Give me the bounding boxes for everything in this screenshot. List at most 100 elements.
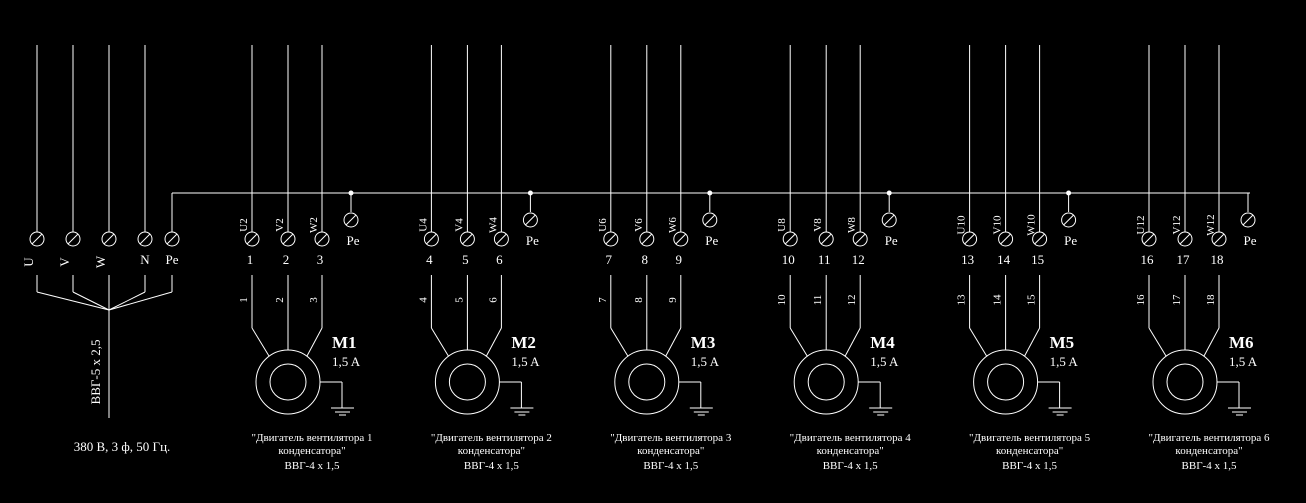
terminal-circle (423, 231, 439, 247)
supply-terminal-icon (65, 231, 81, 247)
lead-number: 8 (633, 297, 645, 303)
motor-lead (969, 327, 988, 357)
pe-label: Pe (1064, 233, 1077, 248)
terminal-icon (639, 231, 655, 247)
terminal-number: 1 (247, 252, 254, 267)
terminal-circle (673, 231, 689, 247)
supply-terminal-label: U (21, 257, 36, 267)
motor-icon (793, 349, 859, 415)
wire-label: W8 (846, 217, 858, 233)
terminal-slash (1213, 233, 1225, 245)
terminal-slash (883, 214, 895, 226)
terminal-circle (1032, 231, 1048, 247)
terminal-icon (782, 231, 798, 247)
ground-icon (869, 407, 893, 416)
junction-dot (707, 190, 713, 196)
ground-icon (331, 407, 354, 416)
lead-number: 17 (1171, 294, 1183, 306)
terminal-icon (493, 231, 509, 247)
pe-terminal-icon (702, 212, 718, 228)
pe-label: Pe (885, 233, 898, 248)
motor-current: 1,5 A (332, 354, 361, 369)
terminal-circle (782, 231, 798, 247)
pe-label: Pe (347, 233, 360, 248)
terminal-slash (166, 233, 178, 245)
motor-caption: "Двигатель вентилятора 4 (790, 432, 912, 444)
wire-label: V6 (633, 218, 645, 232)
terminal-icon (818, 231, 834, 247)
terminal-icon (423, 231, 439, 247)
terminal-circle (101, 231, 117, 247)
pe-terminal-icon (343, 212, 359, 228)
terminal-icon (1141, 231, 1157, 247)
motor-lead (251, 327, 270, 357)
motor-rotor (448, 363, 486, 401)
terminal-slash (641, 233, 653, 245)
lead-number: 7 (597, 297, 609, 303)
terminal-circle (280, 231, 296, 247)
terminal-slash (704, 214, 716, 226)
terminal-icon (1032, 231, 1048, 247)
wire-label: U10 (956, 215, 968, 234)
terminal-circle (522, 212, 538, 228)
motor-caption: конденсатора" (278, 445, 345, 457)
terminal-slash (462, 233, 473, 245)
wire-label: W2 (308, 217, 320, 233)
terminal-number: 3 (317, 252, 324, 267)
lead-number: 13 (956, 294, 968, 306)
supply-terminal-label: V (57, 257, 72, 267)
motor-cable: ВВГ-4 х 1,5 (1002, 460, 1057, 472)
supply-lead (36, 291, 110, 311)
terminal-number: 12 (852, 252, 865, 267)
motor-rotor (987, 363, 1025, 401)
terminal-number: 18 (1211, 252, 1224, 267)
junction-dot (527, 190, 533, 196)
terminal-slash (316, 233, 328, 245)
terminal-circle (1141, 231, 1157, 247)
terminal-circle (1211, 231, 1227, 247)
motor-current: 1,5 A (870, 354, 899, 369)
terminal-icon (962, 231, 978, 247)
terminal-slash (964, 233, 975, 245)
lead-number: 16 (1135, 294, 1147, 306)
terminal-slash (103, 233, 115, 245)
supply-terminal-icon (164, 231, 180, 247)
lead-number: 9 (667, 297, 679, 303)
motor-caption: конденсатора" (1175, 445, 1242, 457)
terminal-circle (639, 231, 655, 247)
motor-lead (844, 327, 861, 357)
motor-name: M1 (332, 333, 357, 352)
lead-number: 1 (238, 297, 250, 303)
lead-number: 4 (417, 297, 429, 303)
wire-label: W12 (1205, 214, 1217, 235)
terminal-number: 7 (606, 252, 613, 267)
terminal-slash (820, 233, 832, 245)
terminal-circle (137, 231, 153, 247)
terminal-slash (67, 233, 79, 245)
terminal-icon (1211, 231, 1227, 247)
ground-icon (1048, 407, 1072, 416)
terminal-icon (852, 231, 868, 247)
motor-icon (973, 349, 1039, 415)
motor-name: M2 (511, 333, 536, 352)
supply-terminal-label: W (93, 255, 108, 268)
motor-cable: ВВГ-4 х 1,5 (1182, 460, 1237, 472)
supply-lead (108, 291, 173, 311)
terminal-slash (1143, 233, 1155, 245)
junction-dot (1066, 190, 1072, 196)
motor-caption: "Двигатель вентилятора 3 (610, 432, 732, 444)
motor-lead (665, 327, 682, 357)
motor-icon (614, 349, 680, 415)
motor-rotor (269, 363, 307, 401)
terminal-circle (459, 231, 475, 247)
wire-label: V4 (453, 218, 465, 232)
pe-label: Pe (526, 233, 539, 248)
motor-caption: конденсатора" (637, 445, 704, 457)
terminal-slash (784, 233, 796, 245)
motor-lead (610, 327, 629, 357)
motor-lead (485, 327, 502, 357)
wire-label: U4 (417, 218, 429, 232)
